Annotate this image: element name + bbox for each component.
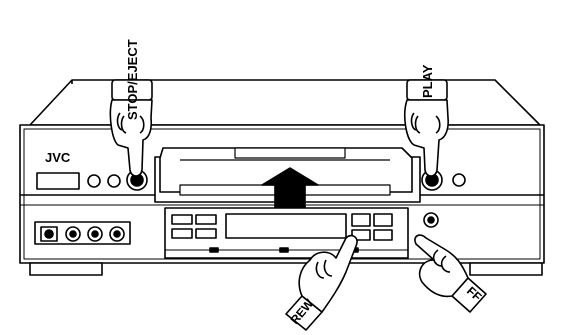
cassette-top-window [235, 148, 345, 158]
channel-up-button[interactable] [196, 215, 216, 224]
video-jack-center [70, 231, 76, 237]
right-panel-knob-center [428, 217, 434, 223]
channel-down-button[interactable] [172, 215, 192, 224]
rew-button[interactable] [352, 214, 370, 226]
trim-tick [210, 248, 218, 252]
small-button-2[interactable] [108, 175, 120, 187]
stop-eject-label: STOP/EJECT [125, 39, 140, 120]
power-button[interactable] [88, 175, 100, 187]
play-label: PLAY [420, 64, 435, 98]
audio-right-jack-center [114, 231, 120, 237]
s-video-jack-center [45, 230, 53, 238]
left-foot [30, 263, 102, 275]
right-small-button[interactable] [453, 174, 465, 186]
ff-button[interactable] [374, 214, 392, 226]
lower-left-button[interactable] [172, 229, 192, 238]
audio-left-jack-center [92, 231, 98, 237]
right-foot [470, 263, 542, 275]
trim-tick [280, 248, 288, 252]
record-button[interactable] [374, 230, 392, 240]
brand-logo: JVC [45, 150, 71, 165]
timer-display [37, 173, 79, 189]
lower-right-button[interactable] [196, 229, 216, 238]
counter-display [226, 214, 346, 238]
vcr-top-panel [30, 80, 540, 125]
